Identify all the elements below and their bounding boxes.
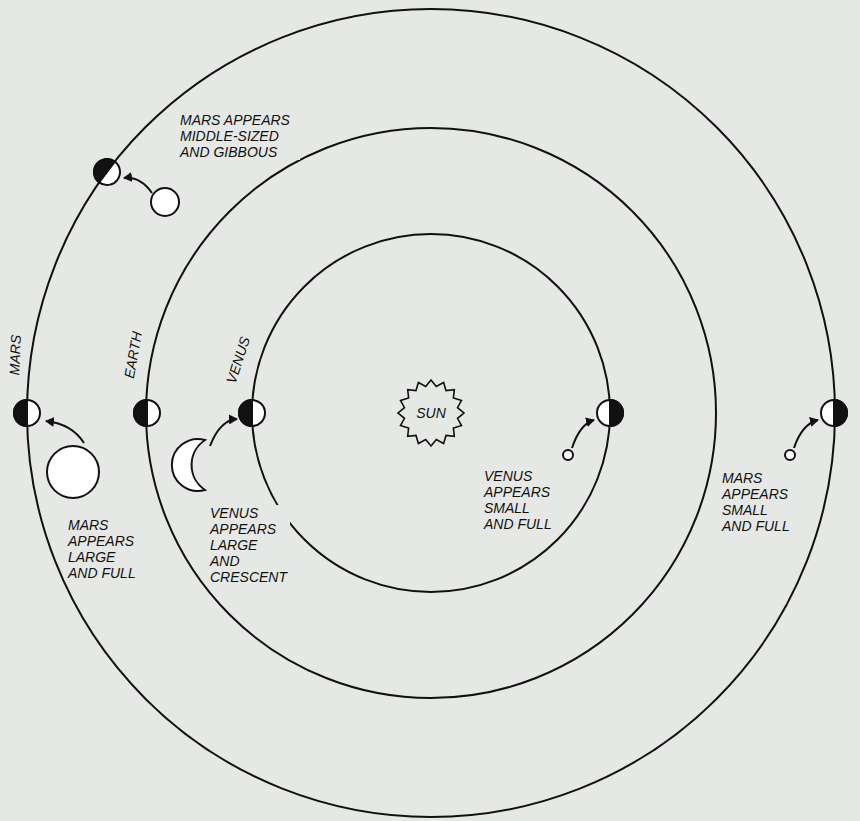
mars-marker: [89, 154, 125, 190]
venus-orbit: [252, 234, 610, 592]
orbit-name: MARS: [6, 333, 24, 378]
crescent-venus-figure: [172, 439, 205, 491]
large-mars-figure: [47, 446, 99, 498]
small-venus-figure: [563, 450, 573, 460]
callout-note: MARS APPEARS MIDDLE-SIZED AND GIBBOUS: [180, 112, 300, 160]
venus-marker: [597, 400, 623, 426]
mars-marker: [821, 400, 847, 426]
venus-marker: [239, 400, 265, 426]
earth-marker: [134, 400, 160, 426]
leader-arrow: [794, 420, 818, 448]
small-mars-figure: [785, 450, 795, 460]
leader-arrow: [46, 421, 84, 443]
leader-arrow: [210, 419, 237, 446]
callout-note: MARS APPEARS LARGE AND FULL: [68, 517, 143, 581]
callout-note: VENUS APPEARS SMALL AND FULL: [484, 468, 556, 532]
sun-node: SUN: [396, 378, 466, 448]
earth-orbit: [146, 128, 716, 698]
orbit-name: EARTH: [121, 328, 146, 381]
callout-note: MARS APPEARS SMALL AND FULL: [722, 470, 794, 534]
mars-marker: [14, 400, 40, 426]
leader-arrow: [124, 178, 152, 193]
mars-orbit: [27, 9, 835, 817]
callout-note: VENUS APPEARS LARGE AND CRESCENT: [210, 505, 290, 585]
sun-label: SUN: [416, 405, 446, 421]
orbit-name: VENUS: [222, 333, 253, 388]
leader-arrow: [572, 420, 594, 448]
gibbous-mars-figure: [151, 188, 179, 216]
sun-star: [398, 380, 464, 446]
